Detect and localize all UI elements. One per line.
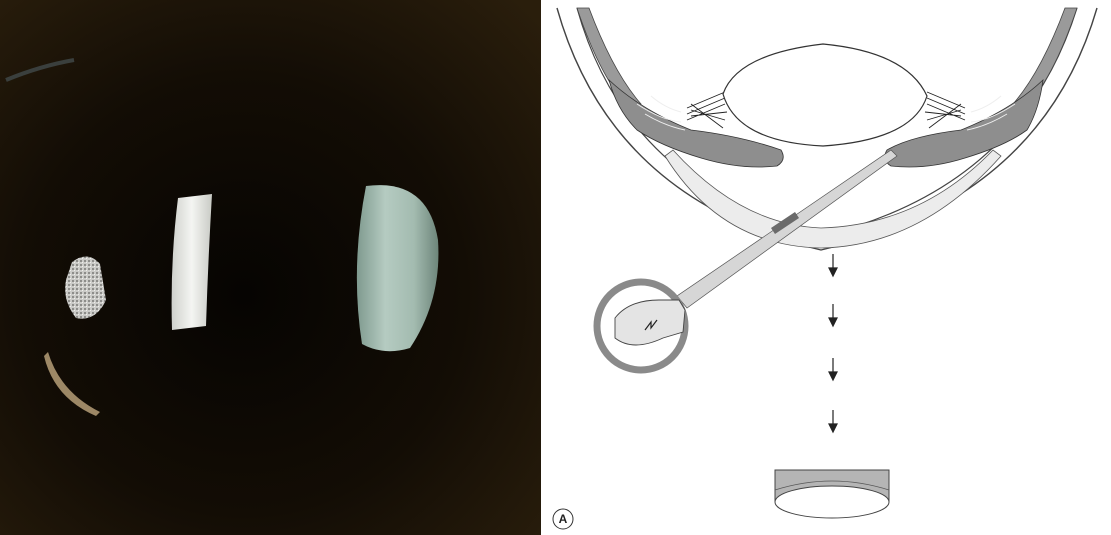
slit-lamp-photograph bbox=[0, 0, 541, 535]
crystalline-lens bbox=[723, 44, 927, 146]
iris-reflex-spot bbox=[65, 256, 106, 318]
eye-cross-section-diagram: A bbox=[541, 0, 1111, 535]
right-ciliary-wall bbox=[1013, 8, 1077, 110]
left-ciliary-wall bbox=[577, 8, 641, 110]
left-zonules bbox=[687, 92, 727, 128]
right-zonules bbox=[925, 92, 965, 128]
corneal-slit-beam bbox=[172, 194, 212, 330]
sediment-base bbox=[775, 486, 889, 518]
downward-arrows bbox=[829, 254, 837, 432]
panel-label: A bbox=[559, 512, 568, 526]
